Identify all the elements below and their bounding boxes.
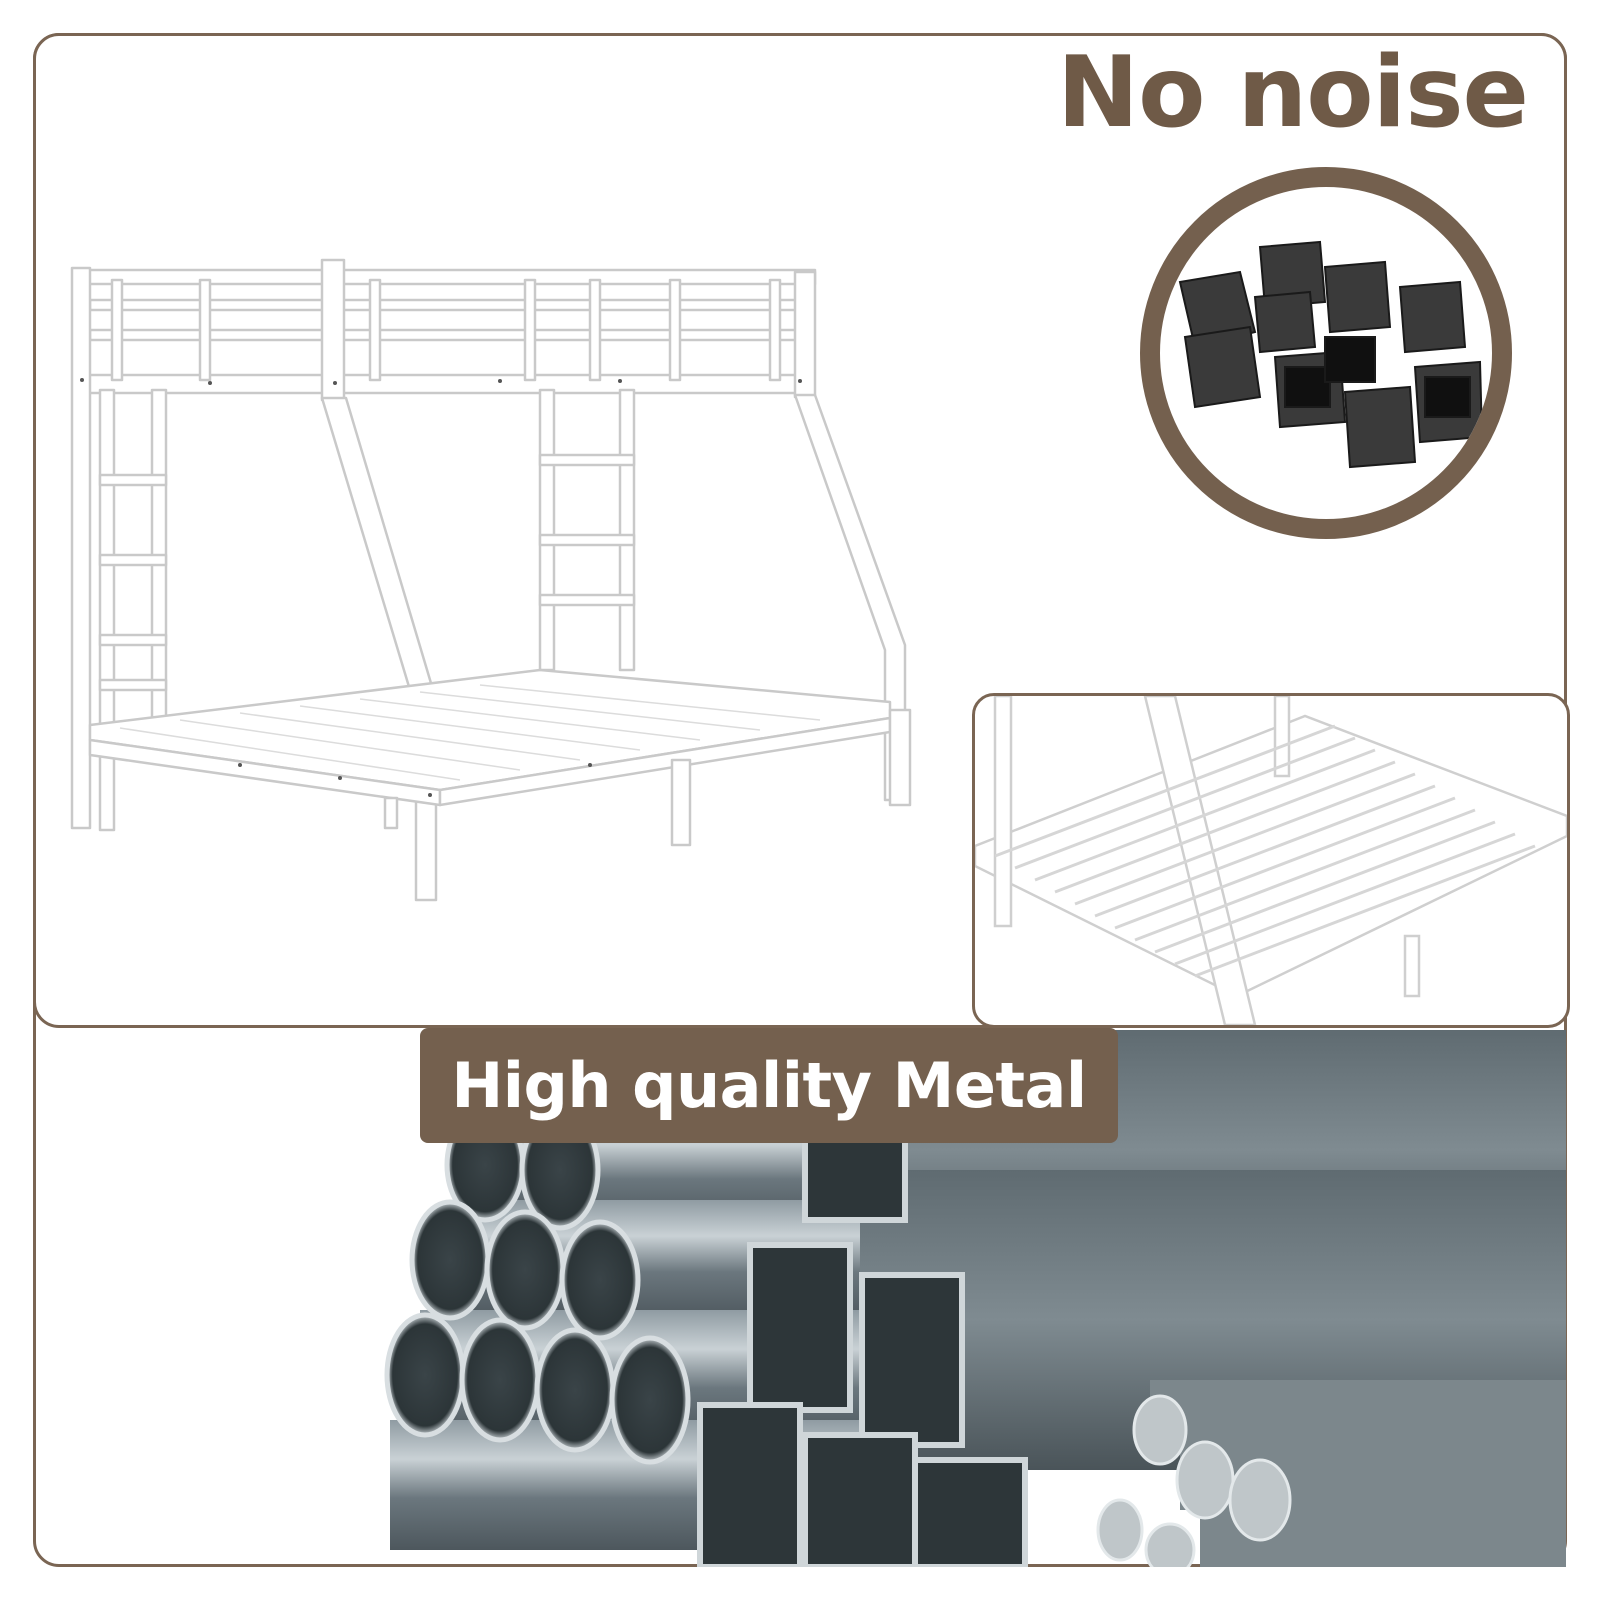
feature-banner: High quality Metal <box>420 1028 1118 1143</box>
bed-slat-detail-icon <box>975 696 1567 1025</box>
rubber-leg-caps-image <box>1140 167 1512 539</box>
rubber-leg-caps-icon <box>1178 240 1484 469</box>
banner-text: High quality Metal <box>451 1049 1087 1122</box>
bunk-bed-icon <box>70 258 912 902</box>
slat-detail-image <box>972 693 1570 1028</box>
headline: No noise <box>1057 36 1529 150</box>
